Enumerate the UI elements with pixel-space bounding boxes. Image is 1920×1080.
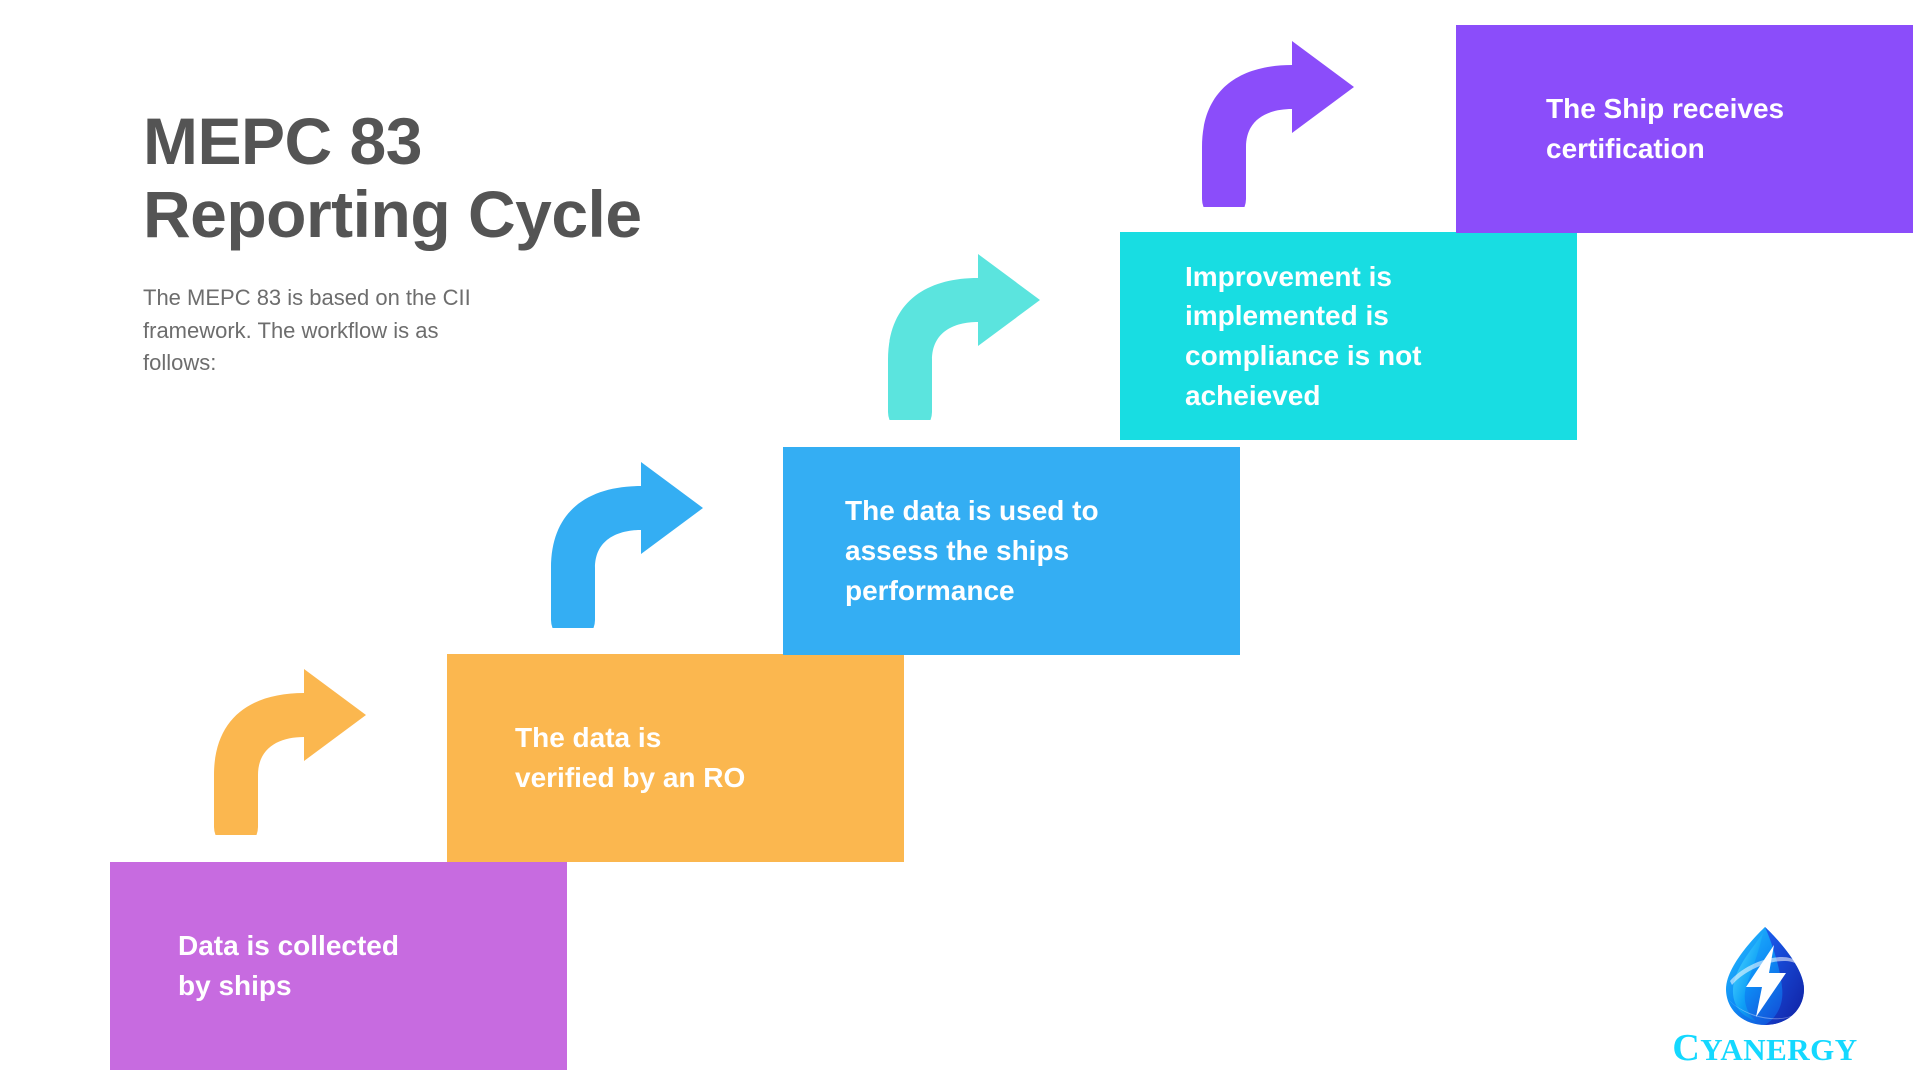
- curved-arrow-up-right-icon: [1202, 41, 1354, 207]
- page-title-line-1: MEPC 83: [143, 104, 422, 178]
- page-title-line-2: Reporting Cycle: [143, 176, 642, 251]
- curved-arrow-up-right-icon: [551, 462, 703, 628]
- step-box-verify[interactable]: The data is verified by an RO: [447, 654, 904, 862]
- logo-wordmark-rest: YANERGY: [1700, 1032, 1858, 1067]
- step-box-collect-label: Data is collected by ships: [178, 930, 399, 1001]
- step-box-verify-label: The data is verified by an RO: [515, 722, 746, 793]
- intro-paragraph: The MEPC 83 is based on the CII framewor…: [143, 285, 471, 376]
- step-box-assess[interactable]: The data is used to assess the ships per…: [783, 447, 1240, 655]
- step-box-collect[interactable]: Data is collected by ships: [110, 862, 567, 1070]
- brand-logo: CYANERGY: [1655, 925, 1875, 1070]
- title-block: MEPC 83 Reporting Cycle The MEPC 83 is b…: [143, 105, 783, 380]
- curved-arrow-up-right-icon: [888, 254, 1040, 420]
- logo-wordmark-cap: C: [1672, 1027, 1701, 1069]
- cyanergy-droplet-bolt-logo-icon: [1726, 927, 1804, 1025]
- step-box-certify-label: The Ship receives certification: [1546, 93, 1785, 164]
- step-box-certify[interactable]: The Ship receives certification: [1456, 25, 1913, 233]
- step-box-improve[interactable]: Improvement is implemented is compliance…: [1120, 232, 1577, 440]
- logo-wordmark: CYANERGY: [1672, 1029, 1857, 1067]
- step-box-assess-label: The data is used to assess the ships per…: [845, 495, 1099, 606]
- step-box-improve-label: Improvement is implemented is compliance…: [1185, 260, 1422, 411]
- curved-arrow-up-right-icon: [214, 669, 366, 835]
